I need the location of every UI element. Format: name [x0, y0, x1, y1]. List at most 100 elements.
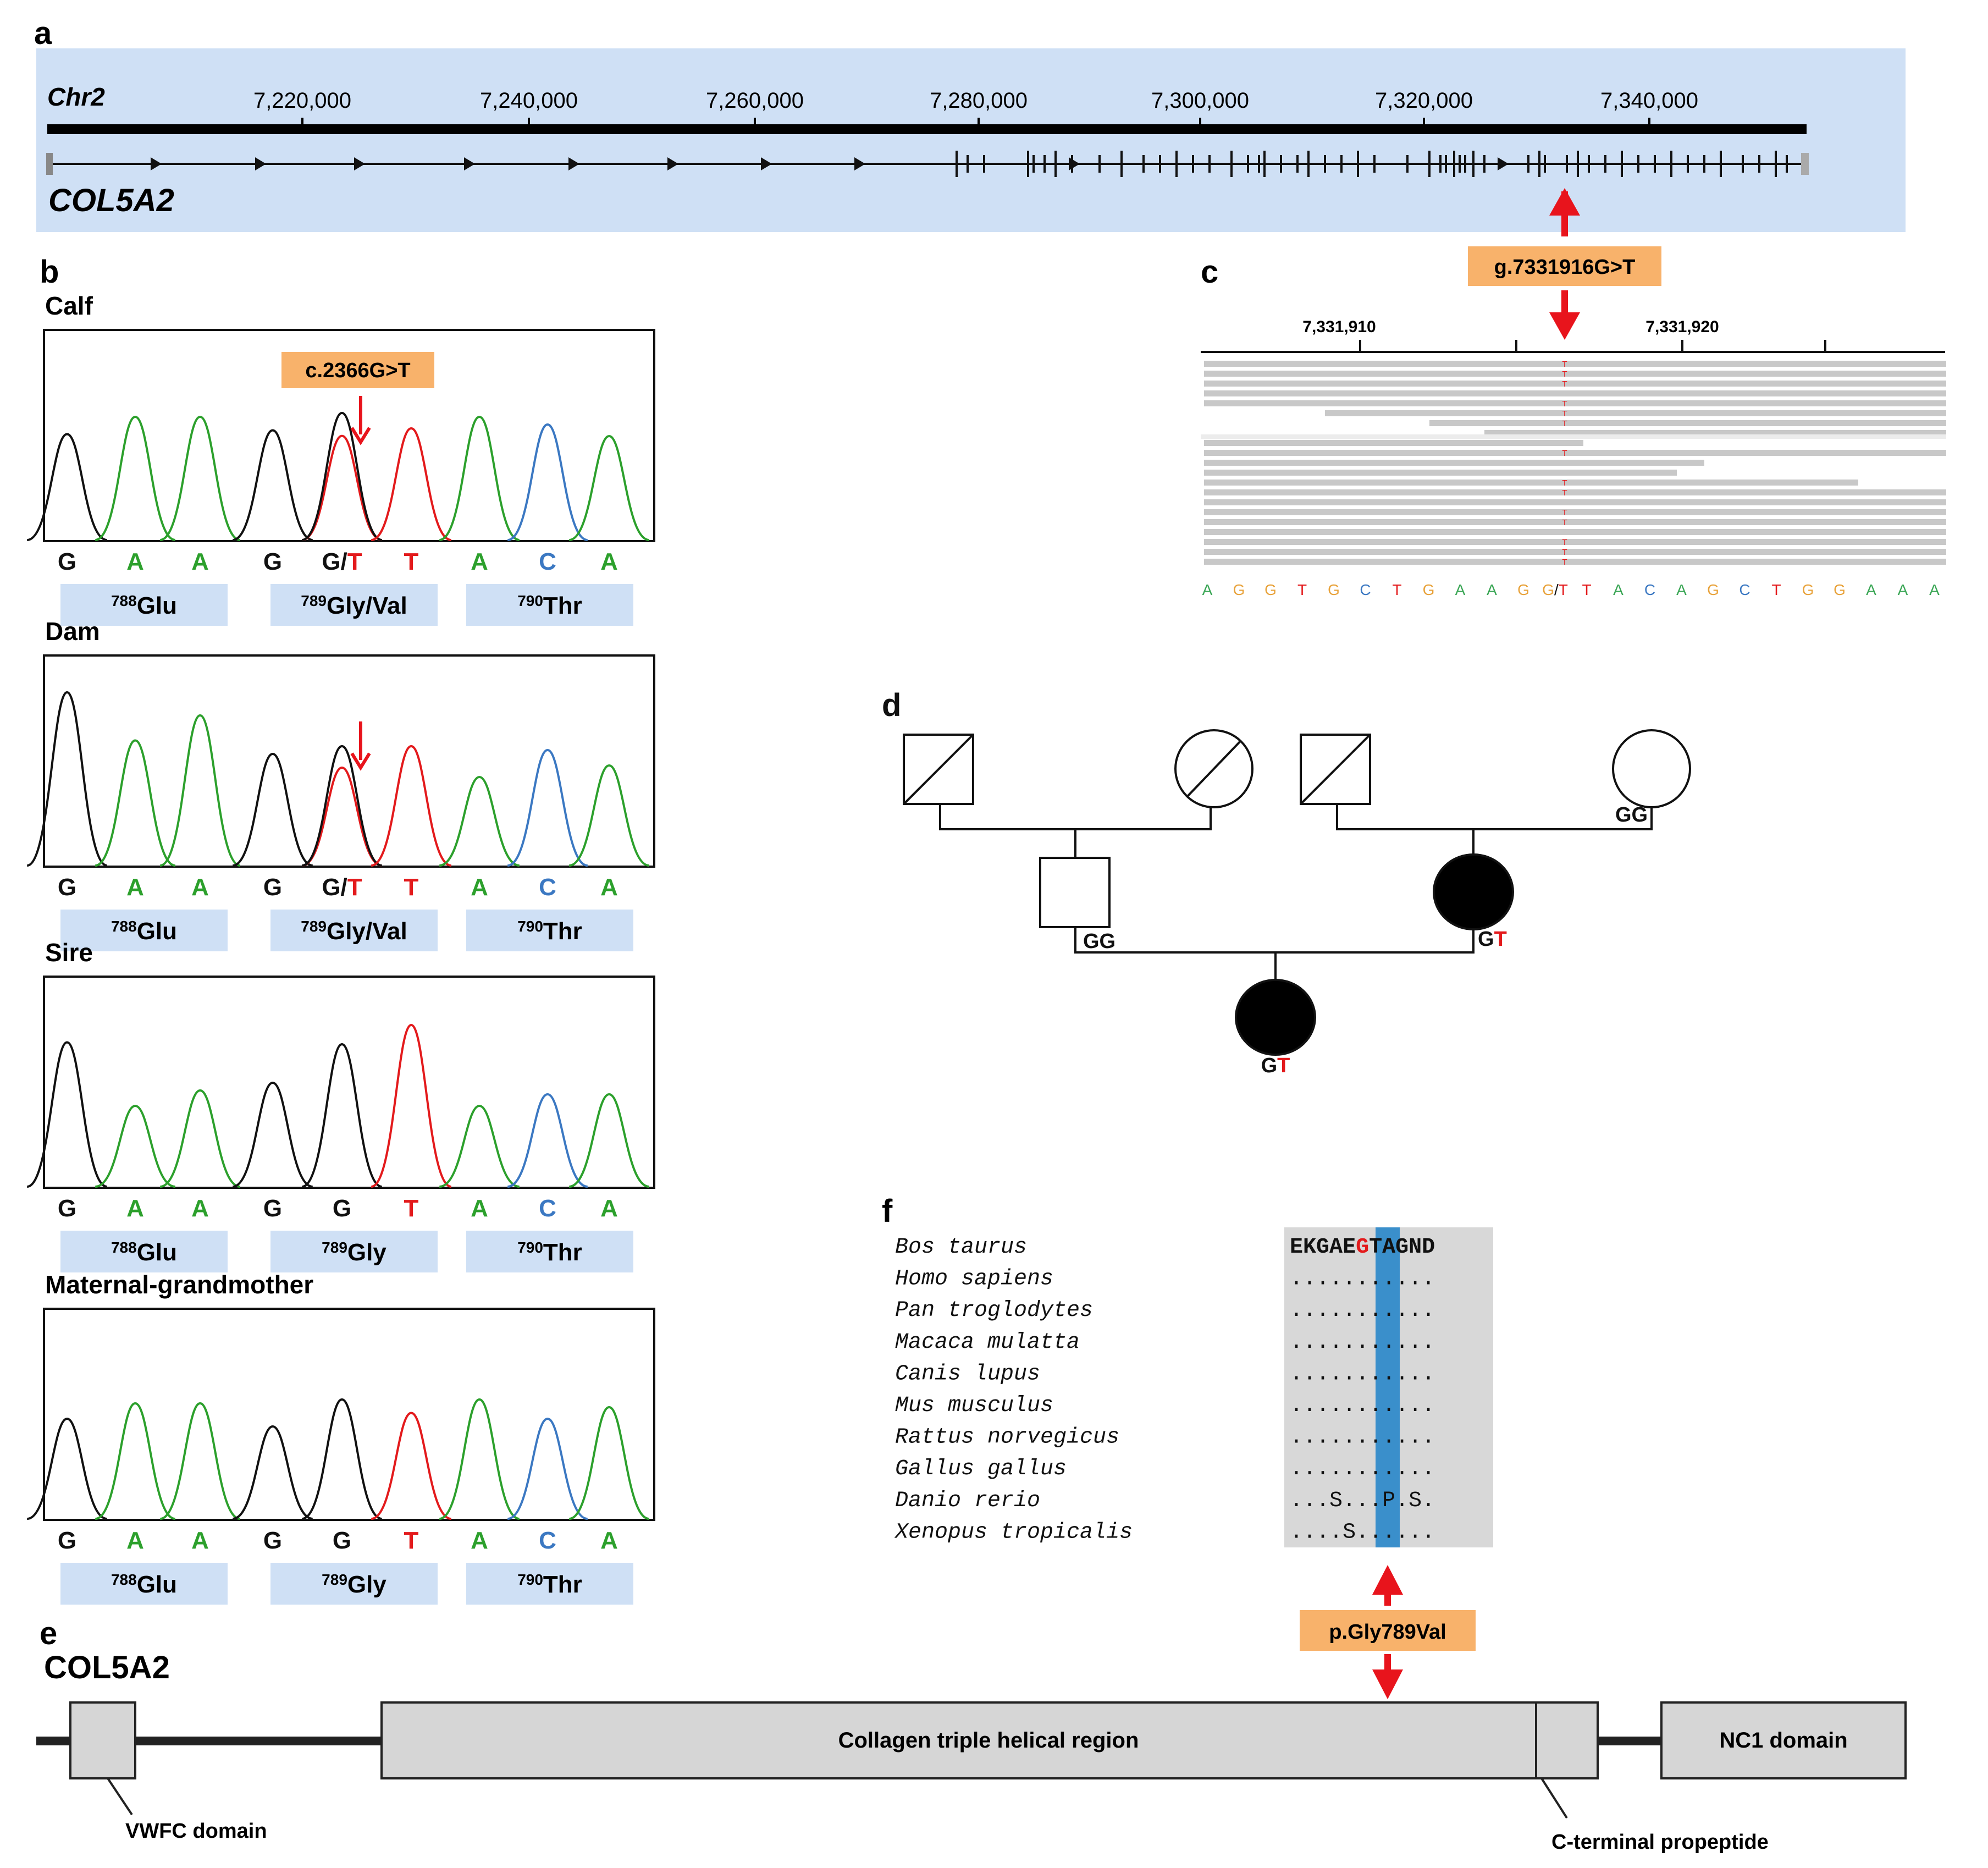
- pedigree-sire: [1039, 857, 1111, 928]
- panel-letter-d: d: [882, 687, 901, 723]
- read: [1204, 519, 1946, 525]
- read: [1204, 549, 1946, 555]
- read: [1325, 410, 1946, 416]
- protein-change-label: p.Gly789Val: [1329, 1621, 1446, 1644]
- genome-tick-label: 7,280,000: [930, 89, 1028, 113]
- base-call: A: [126, 874, 144, 901]
- base-call: G: [333, 1195, 351, 1222]
- chromatogram-peak: [371, 1023, 452, 1188]
- read: [1484, 430, 1946, 436]
- chromosome-bar: [47, 124, 1807, 134]
- chromatogram-title: Maternal-grandmother: [45, 1270, 313, 1299]
- amino-acid-box: [466, 584, 633, 626]
- species-name: Mus musculus: [895, 1393, 1053, 1418]
- reference-base: G: [1802, 581, 1814, 598]
- read: [1204, 489, 1946, 495]
- base-call: A: [191, 1195, 209, 1222]
- panel-d: d GG GG GT GT: [882, 687, 1691, 1077]
- read: [1204, 390, 1946, 396]
- gene-name: COL5A2: [48, 183, 174, 218]
- genotype-maternal-grandmother: GG: [1615, 803, 1648, 826]
- alignment-row: ...........: [1290, 1425, 1435, 1450]
- base-call: G: [58, 1527, 76, 1554]
- variant-pointer: g.7331916G>T: [1468, 188, 1661, 340]
- chromatogram-peak: [439, 415, 520, 541]
- chromatogram-peak: [301, 434, 383, 541]
- panel-a-background: [36, 48, 1906, 232]
- vwfc-domain-box: [69, 1701, 136, 1779]
- genome-tick-label: 7,300,000: [1151, 89, 1249, 113]
- gene-model: [46, 151, 1809, 177]
- mutation-label: c.2366G>T: [305, 359, 410, 382]
- base-call: A: [600, 1527, 618, 1554]
- reference-base: C: [1644, 581, 1655, 598]
- base-call: A: [471, 548, 488, 575]
- read-alt-base: T: [1562, 538, 1567, 547]
- protein-change-box: [1300, 1610, 1476, 1651]
- nc1-domain-label: NC1 domain: [1719, 1728, 1847, 1753]
- amino-acid-label: 790Thr: [517, 592, 582, 619]
- read-alt-base: T: [1562, 518, 1567, 527]
- reference-base: G: [1264, 581, 1277, 598]
- mutation-label-box: [281, 352, 434, 388]
- reference-base: G: [1517, 581, 1529, 598]
- chromatogram-peak: [301, 1043, 383, 1188]
- base-call: G: [58, 874, 76, 901]
- read: [1204, 361, 1946, 367]
- gene-end-cap: [1801, 153, 1809, 175]
- reference-base: T: [1392, 581, 1401, 598]
- reference-base: C: [1739, 581, 1750, 598]
- read-alt-base: T: [1562, 478, 1567, 488]
- genotype-calf: GT: [1261, 1054, 1290, 1077]
- base-call: G: [263, 1195, 282, 1222]
- reference-base: G: [1423, 581, 1435, 598]
- read-alt-base: T: [1562, 379, 1567, 389]
- base-call: G: [263, 548, 282, 575]
- panel-letter-b: b: [40, 254, 59, 290]
- base-call: G/T: [322, 874, 362, 901]
- chromatogram-title: Calf: [45, 291, 93, 320]
- triple-helix-label: Collagen triple helical region: [838, 1728, 1139, 1753]
- base-call: T: [404, 548, 419, 575]
- amino-acid-label: 788Glu: [111, 1239, 177, 1266]
- chromatogram-peak: [507, 1417, 588, 1520]
- amino-acid-label: 789Gly/Val: [301, 592, 407, 619]
- read: [1204, 509, 1946, 515]
- amino-acid-label: 789Gly: [322, 1239, 386, 1266]
- read: [1204, 480, 1858, 486]
- chromatogram-frame: [43, 976, 655, 1189]
- read: [1204, 559, 1946, 565]
- read-alt-base: T: [1562, 558, 1567, 567]
- panel-letter-e: e: [40, 1616, 57, 1651]
- chromatogram-peak: [232, 1081, 313, 1188]
- genome-tick-label: 7,340,000: [1600, 89, 1698, 113]
- chromatogram-peak: [568, 1406, 650, 1520]
- amino-acid-label: 789Gly: [322, 1571, 386, 1598]
- amino-acid-label: 790Thr: [517, 1239, 582, 1266]
- species-name: Bos taurus: [895, 1235, 1027, 1260]
- base-call: A: [126, 1195, 144, 1222]
- species-name: Canis lupus: [895, 1362, 1040, 1386]
- genome-tick-label: 7,260,000: [706, 89, 804, 113]
- read: [1204, 499, 1946, 505]
- read-alt-base: T: [1562, 449, 1567, 458]
- base-call: G/T: [322, 548, 362, 575]
- c-terminal-propeptide-box: [1535, 1701, 1599, 1779]
- panel-letter-f: f: [882, 1193, 893, 1229]
- reference-base: G: [1328, 581, 1340, 598]
- chromatogram-peak: [371, 1412, 452, 1520]
- read: [1204, 381, 1946, 387]
- reference-base: G: [1233, 581, 1245, 598]
- amino-acid-label: 790Thr: [517, 918, 582, 945]
- alignment-row: ....S......: [1290, 1520, 1435, 1545]
- read-alt-base: T: [1562, 488, 1567, 498]
- amino-acid-box: [270, 1231, 438, 1272]
- base-call: A: [191, 548, 209, 575]
